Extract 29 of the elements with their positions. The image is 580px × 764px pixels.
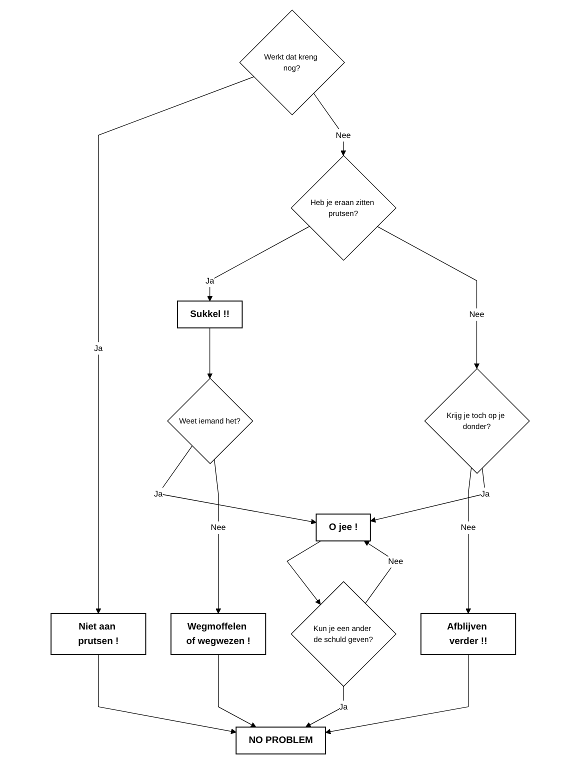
arrow <box>370 468 486 523</box>
node-box: O jee ! <box>315 514 371 542</box>
edge-label: Nee <box>336 130 351 140</box>
arrow <box>218 654 256 728</box>
arrow <box>206 328 212 379</box>
edge-label: Nee <box>460 522 476 532</box>
arrow <box>325 654 468 734</box>
arrow <box>376 226 480 369</box>
node-box: Afblijven verder !! <box>420 613 516 655</box>
arrow <box>305 686 344 728</box>
arrow <box>95 76 254 614</box>
edge-label: Nee <box>210 522 226 532</box>
node-box: Sukkel !! <box>176 300 242 328</box>
arrow <box>286 540 322 605</box>
node-box: Niet aan prutsen ! <box>50 613 146 655</box>
edge-label: Ja <box>338 702 348 712</box>
arrow <box>98 654 236 734</box>
arrow <box>465 468 472 614</box>
edge-label: Nee <box>468 310 484 320</box>
arrow <box>312 92 346 156</box>
edge-label: Ja <box>205 276 214 286</box>
arrow <box>214 458 221 614</box>
node-box: Wegmoffelen of wegwezen ! <box>170 613 266 655</box>
arrow <box>206 226 310 302</box>
edge-label: Ja <box>154 488 162 498</box>
node-box: NO PROBLEM <box>235 726 326 754</box>
edge-label: Nee <box>388 556 403 566</box>
edge-label: Ja <box>480 488 490 498</box>
edge-label: Ja <box>94 343 102 353</box>
